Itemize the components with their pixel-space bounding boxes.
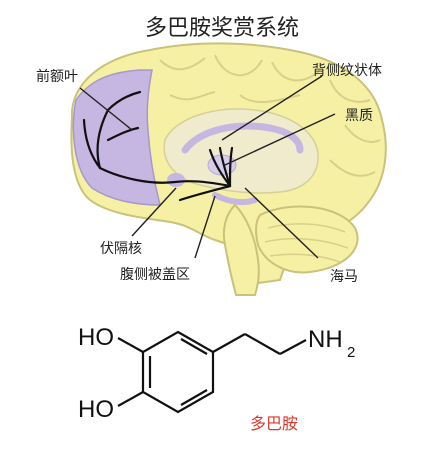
label-nucleus-accumbens: 伏隔核 — [100, 241, 142, 257]
hydroxyl-top: HO — [78, 324, 114, 351]
molecule-name: 多巴胺 — [250, 414, 299, 433]
hydroxyl-bottom: HO — [78, 396, 114, 423]
dopamine-pathways — [82, 90, 234, 202]
gyri-lines — [159, 54, 381, 177]
corpus-callosum-band — [181, 122, 304, 154]
label-hippocampus: 海马 — [330, 269, 358, 285]
label-vta: 腹侧被盖区 — [120, 267, 190, 283]
benzene-ring — [141, 330, 215, 414]
dopamine-molecule — [117, 330, 307, 414]
diagram-title: 多巴胺奖赏系统 — [144, 16, 299, 41]
amine-subscript: 2 — [347, 344, 356, 361]
label-substantia-nigra: 黑质 — [345, 108, 373, 124]
leader-lines — [79, 75, 336, 259]
prefrontal-cortex-region — [72, 69, 161, 206]
label-dorsal-striatum: 背侧纹状体 — [312, 63, 382, 79]
vta-region — [212, 192, 258, 206]
amine-group: NH — [308, 326, 343, 353]
label-prefrontal: 前额叶 — [36, 69, 78, 85]
brainstem — [222, 203, 260, 296]
nucleus-accumbens-shape — [167, 173, 185, 187]
